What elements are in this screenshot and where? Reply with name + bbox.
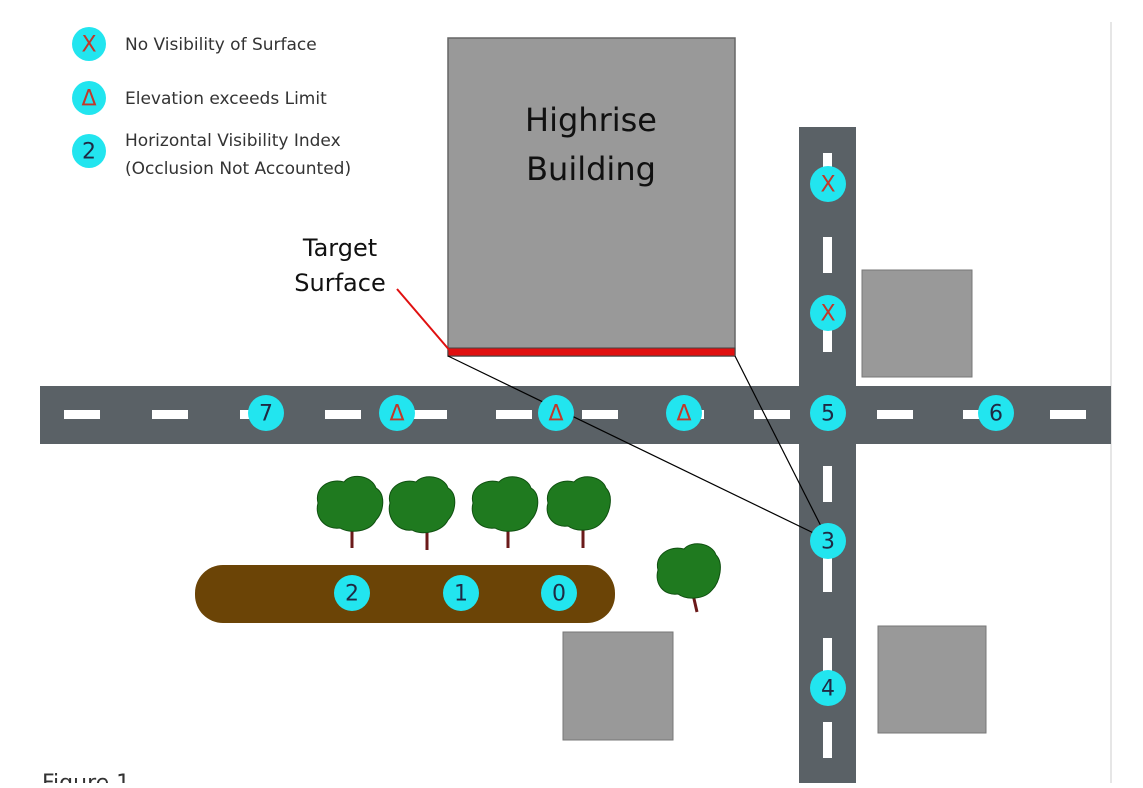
highrise-building — [447, 37, 736, 357]
small-building-northeast — [861, 269, 973, 378]
legend-item-no-visibility: X No Visibility of Surface — [72, 27, 317, 61]
marker-horizontal-7: 7 — [259, 402, 273, 427]
building-label-line2: Building — [526, 150, 656, 188]
legend-text-elevation: Elevation exceeds Limit — [125, 89, 327, 109]
marker-garden-2: 2 — [345, 582, 359, 607]
marker-horizontal-6: 6 — [989, 402, 1003, 427]
marker-horizontal-delta-3: Δ — [676, 402, 691, 427]
tree — [388, 476, 456, 550]
legend-text-occlusion: (Occlusion Not Accounted) — [125, 159, 351, 179]
tree — [546, 476, 611, 548]
small-building-south — [562, 631, 674, 741]
small-building-southeast — [877, 625, 987, 734]
target-label-line2: Surface — [294, 269, 385, 297]
tree — [656, 543, 721, 613]
trees — [316, 475, 721, 613]
legend: X No Visibility of Surface Δ Elevation e… — [72, 27, 351, 179]
marker-horizontal-delta-1: Δ — [389, 402, 404, 427]
marker-vertical-x-upper: X — [820, 173, 835, 198]
legend-marker-x — [72, 27, 106, 61]
marker-vertical-4: 4 — [821, 677, 835, 702]
garden-markers: 2 1 0 — [334, 575, 577, 611]
legend-marker-delta — [72, 81, 106, 115]
legend-marker-number — [72, 134, 106, 168]
legend-item-visibility-index: 2 Horizontal Visibility Index (Occlusion… — [72, 131, 351, 179]
tree — [471, 476, 539, 548]
marker-intersection-5: 5 — [821, 402, 835, 427]
legend-symbol-number: 2 — [82, 140, 96, 165]
tree — [316, 475, 384, 548]
marker-vertical-x-lower: X — [820, 302, 835, 327]
marker-horizontal-delta-2: Δ — [548, 402, 563, 427]
target-pointer-line — [396, 288, 452, 353]
target-surface — [447, 347, 736, 357]
legend-text-visibility-index: Horizontal Visibility Index — [125, 131, 341, 151]
horizontal-road-markers: 7 Δ Δ Δ 6 — [248, 395, 1014, 431]
sight-lines — [447, 355, 829, 541]
legend-symbol-delta: Δ — [81, 87, 96, 112]
marker-garden-1: 1 — [454, 582, 468, 607]
vertical-road-markers: X X 5 3 4 — [810, 166, 846, 706]
building-label-line1: Highrise — [525, 101, 657, 139]
target-label-line1: Target — [302, 234, 377, 262]
marker-vertical-3: 3 — [821, 530, 835, 555]
horizontal-road — [40, 386, 1111, 444]
figure-caption: Figure 1 — [42, 771, 130, 783]
garden-bed — [195, 565, 615, 623]
legend-symbol-x: X — [81, 33, 96, 58]
legend-text-no-visibility: No Visibility of Surface — [125, 35, 317, 55]
legend-item-elevation: Δ Elevation exceeds Limit — [72, 81, 327, 115]
marker-garden-0: 0 — [552, 582, 566, 607]
